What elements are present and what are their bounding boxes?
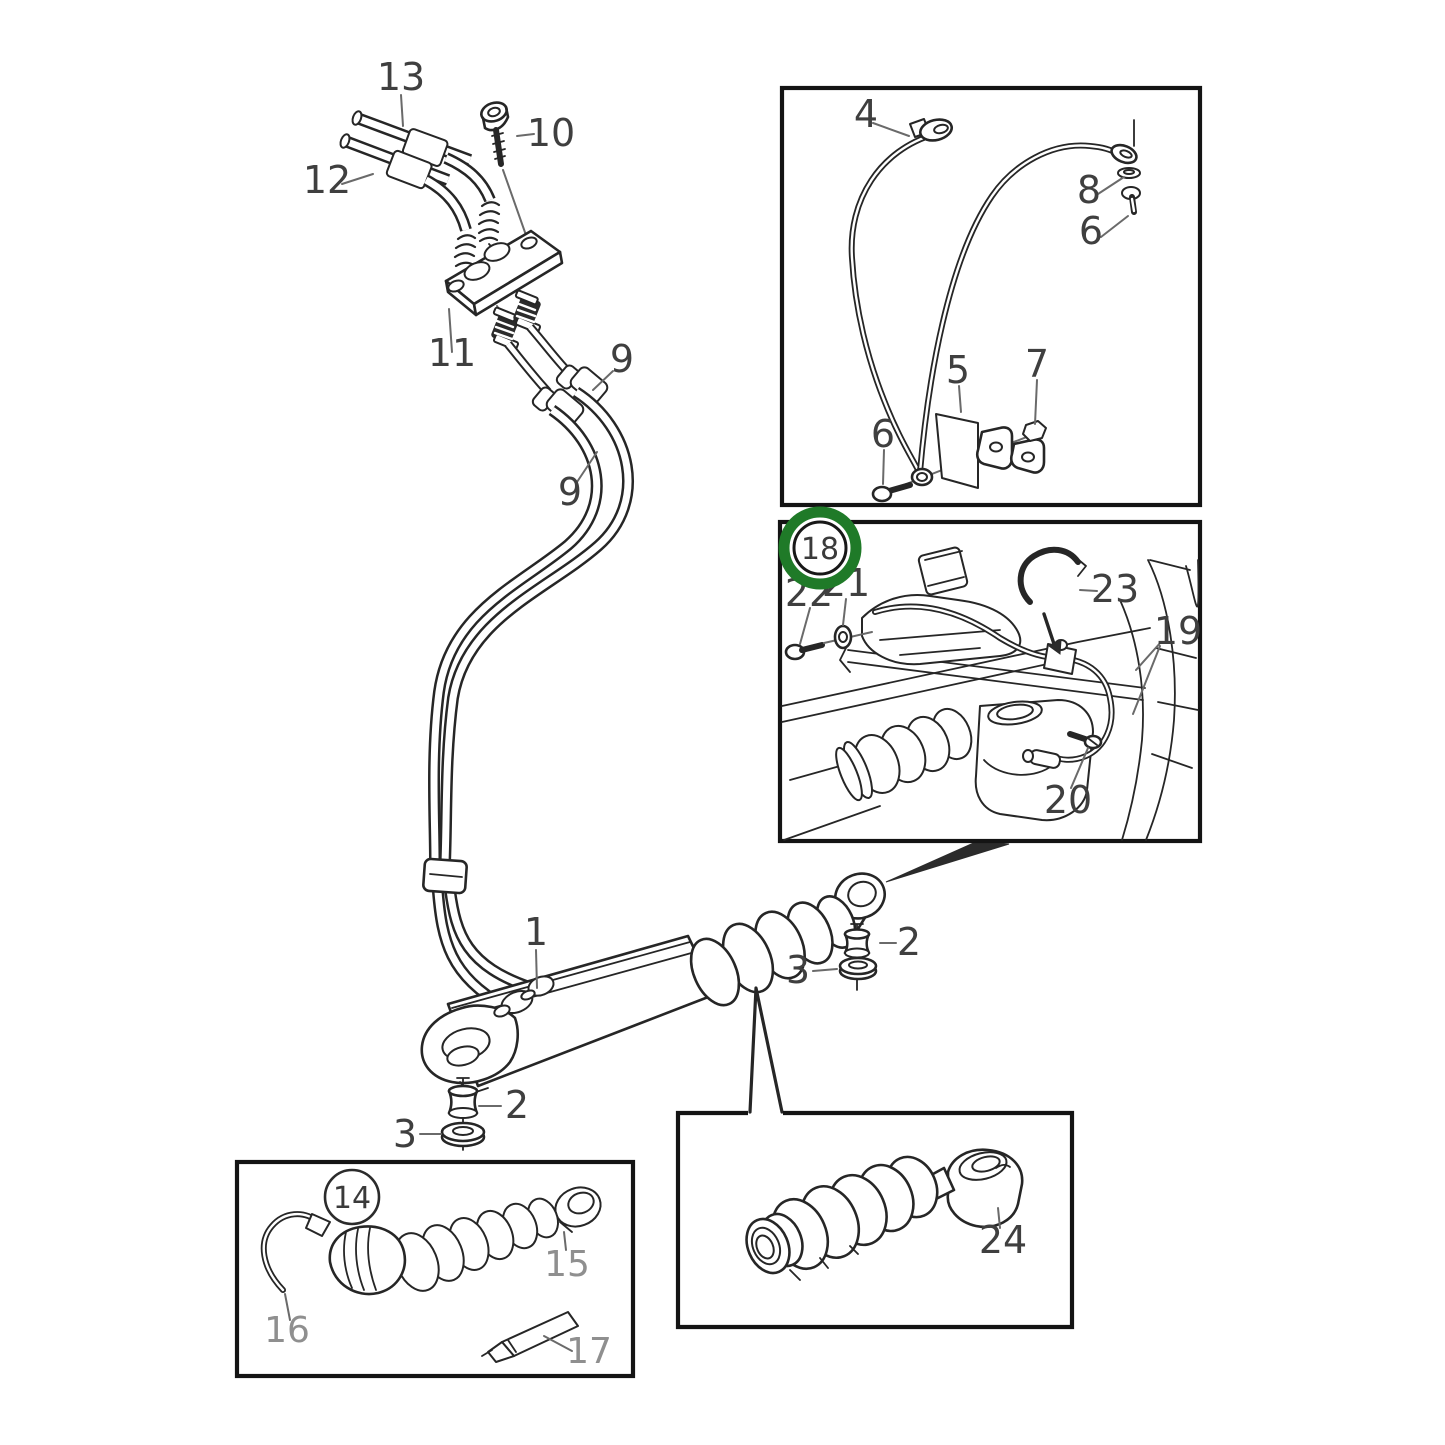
inset-box-cables: [779, 85, 1203, 508]
inset-bottom-left-kit: 14: [234, 1159, 636, 1379]
washer-21: [833, 624, 853, 650]
bellows-15: [328, 1186, 602, 1296]
callout-6-bottom: 6: [871, 412, 895, 456]
callout-10: 10: [527, 111, 575, 155]
callout-19: 19: [1154, 609, 1202, 653]
inset-box-kit: [234, 1159, 636, 1379]
transom-sketch: [781, 546, 1200, 841]
screw-20: [1067, 731, 1103, 750]
bushing-washer-left: [440, 1077, 486, 1151]
leader-23: [1079, 589, 1098, 592]
circled-callout-14: 14: [323, 1168, 381, 1226]
leader-20: [1070, 747, 1089, 789]
bolt-10: [480, 101, 528, 239]
bushing-washer-right: [838, 923, 878, 991]
leader-6-right: [1100, 215, 1129, 238]
inset-top-right-cables: 4 8 6 5 7 6: [779, 85, 1203, 508]
leader-5: [958, 385, 962, 413]
callout-9-lower: 9: [558, 470, 582, 514]
pointer-to-inset-24: [748, 986, 784, 1114]
leader-11: [448, 308, 453, 353]
bellows-24: [745, 1148, 1024, 1281]
steering-cylinder-1: [420, 872, 886, 1095]
callout-3-left: 3: [393, 1112, 417, 1156]
highlighted-callout-18: 18: [778, 506, 862, 590]
pointer-to-inset-18: [885, 840, 1010, 883]
callout-2-left: 2: [505, 1083, 529, 1127]
callout-9-upper: 9: [610, 337, 634, 381]
callout-23: 23: [1091, 567, 1139, 611]
leader-4: [872, 122, 910, 137]
fastener-22: [784, 631, 873, 661]
callout-14: 14: [333, 1181, 371, 1216]
inset-bottom-right-bellows: 24: [675, 1110, 1075, 1330]
callout-2-right: 2: [897, 920, 921, 964]
leader-9-upper: [592, 370, 614, 391]
callout-8: 8: [1077, 168, 1101, 212]
leader-19: [1132, 641, 1162, 715]
leader-6-bottom: [882, 449, 885, 485]
leader-10: [516, 133, 535, 137]
tube-12: [339, 133, 472, 232]
callout-5: 5: [946, 348, 970, 392]
leader-9-lower: [576, 451, 598, 483]
sealant-tube-17: [481, 1311, 579, 1363]
callout-24: 24: [979, 1218, 1027, 1262]
cable-connector-4: [909, 118, 954, 142]
junction-plate-11: [444, 229, 564, 317]
inset-box-transom: [777, 519, 1203, 844]
callout-4: 4: [854, 92, 878, 136]
inset-middle-right-transom: 22 21 23 19 20 18: [777, 506, 1203, 844]
callout-11: 11: [428, 331, 476, 375]
callout-17: 17: [566, 1331, 612, 1372]
callout-15: 15: [544, 1244, 590, 1285]
hose-fittings-below-plate: [491, 289, 542, 351]
callout-16: 16: [264, 1310, 310, 1351]
leader-15: [563, 1231, 567, 1251]
leader-21: [842, 598, 847, 626]
callout-1: 1: [524, 910, 548, 954]
callout-6-right: 6: [1079, 209, 1103, 253]
callout-12: 12: [303, 158, 351, 202]
callout-3-right: 3: [786, 948, 810, 992]
hose-couplings: [531, 364, 609, 426]
terminal-8-6: [1110, 119, 1141, 215]
clip-23: [1017, 546, 1087, 655]
leader-16: [284, 1293, 291, 1321]
leader-22: [799, 607, 811, 645]
leader-7: [1034, 379, 1038, 425]
leader-17: [543, 1335, 573, 1352]
leader-24: [997, 1207, 1001, 1229]
leader-3-right: [812, 968, 838, 972]
leader-1: [535, 949, 538, 989]
callout-7: 7: [1025, 342, 1049, 386]
main-assembly: 13 12 10 11 9 9 1 2 3 2 3: [303, 55, 1010, 1156]
callout-13: 13: [377, 55, 425, 99]
callout-20: 20: [1044, 778, 1092, 822]
leader-12: [341, 173, 374, 185]
inset-box-bellows: [675, 1110, 1075, 1330]
leader-8: [1097, 176, 1125, 195]
clamp-strap-16: [260, 1211, 331, 1293]
leader-13: [400, 94, 404, 127]
clamp-assembly-5-6-7: [871, 413, 1047, 503]
callout-18: 18: [801, 532, 839, 567]
